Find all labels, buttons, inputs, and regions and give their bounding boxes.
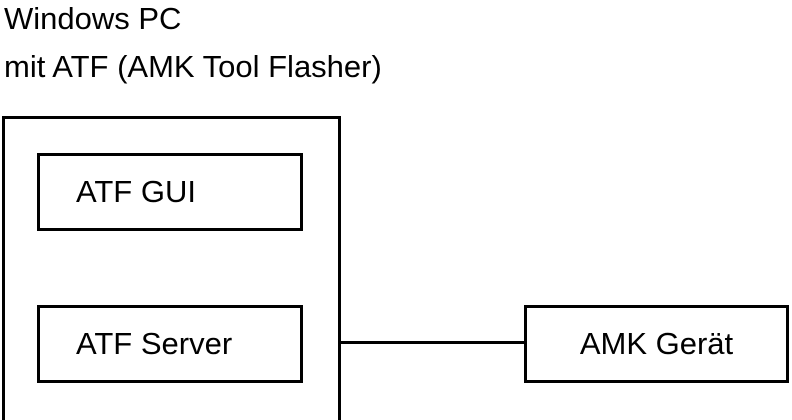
- atf-server-node: ATF Server: [37, 305, 303, 383]
- server-device-connector: [341, 341, 524, 344]
- atf-gui-node: ATF GUI: [37, 153, 303, 231]
- amk-device-label: AMK Gerät: [579, 326, 734, 361]
- pc-title-line-1: Windows PC: [4, 1, 182, 36]
- amk-device-node: AMK Gerät: [524, 305, 789, 383]
- pc-title-line-2: mit ATF (AMK Tool Flasher): [4, 49, 382, 84]
- atf-server-label: ATF Server: [76, 326, 233, 361]
- atf-gui-label: ATF GUI: [76, 174, 196, 209]
